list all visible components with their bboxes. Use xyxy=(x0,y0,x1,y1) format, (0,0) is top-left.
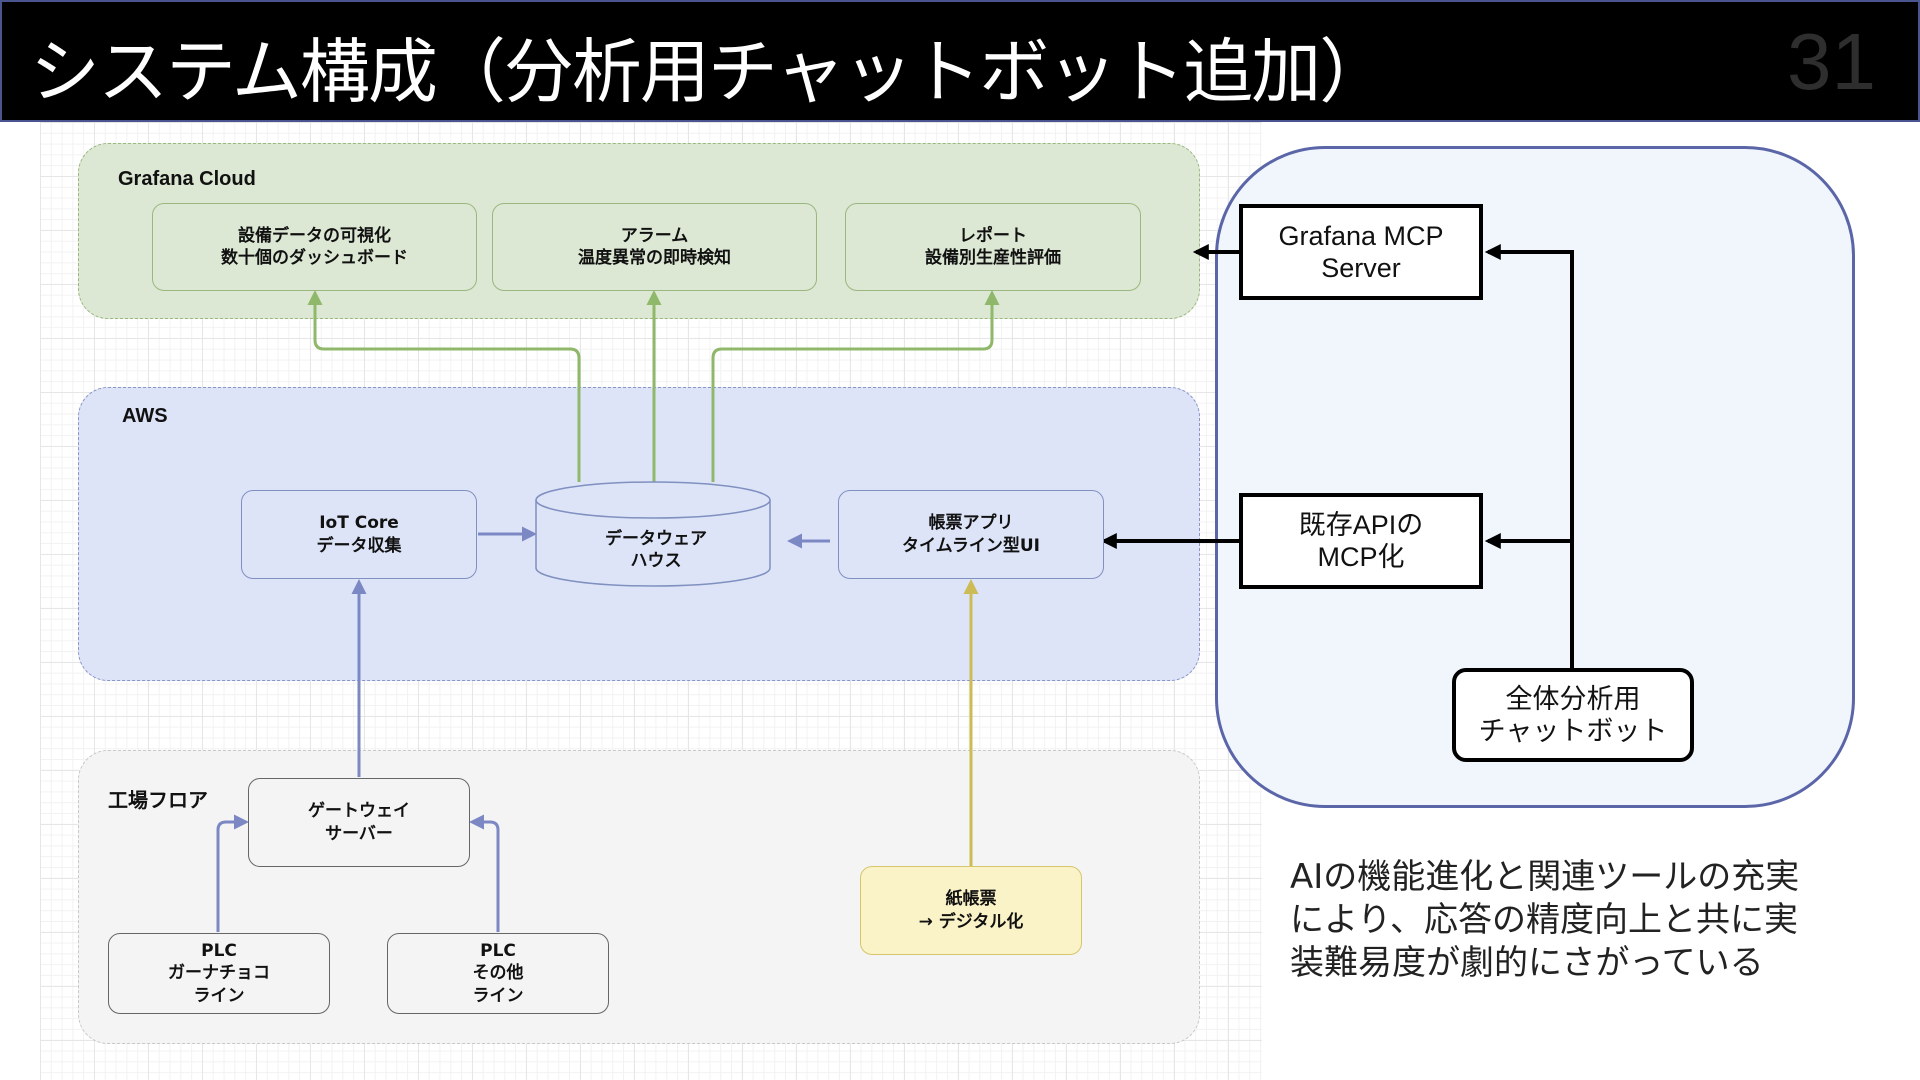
group-label-factory: 工場フロア xyxy=(108,790,208,812)
title-bar: システム構成（分析用チャットボット追加） 31 xyxy=(0,0,1920,122)
node-iot-core: IoT Core データ収集 xyxy=(241,490,477,579)
edge-chatbot-trunk xyxy=(1484,244,1574,668)
node-gateway-server: ゲートウェイ サーバー xyxy=(248,778,470,867)
edge-plc1-gateway xyxy=(216,814,249,932)
node-dashboard: 設備データの可視化 数十個のダッシュボード xyxy=(152,203,477,291)
node-plc-ganache: PLC ガーナチョコ ライン xyxy=(108,933,330,1014)
edge-warehouse-dashboard xyxy=(307,290,581,482)
node-form-app: 帳票アプリ タイムライン型UI xyxy=(838,490,1104,579)
group-label-aws: AWS xyxy=(122,405,168,427)
node-report: レポート 設備別生産性評価 xyxy=(845,203,1141,291)
node-paper-forms: 紙帳票 → デジタル化 xyxy=(860,866,1082,955)
edge-warehouse-report xyxy=(711,290,1000,482)
edge-plc2-gateway xyxy=(469,814,500,932)
page-number: 31 xyxy=(1787,17,1876,106)
node-grafana-mcp-server: Grafana MCP Server xyxy=(1239,204,1483,300)
group-label-grafana: Grafana Cloud xyxy=(118,168,256,190)
summary-note: AIの機能進化と関連ツールの充実により、応答の精度向上と共に実装難易度が劇的にさ… xyxy=(1290,857,1800,984)
node-plc-other: PLC その他 ライン xyxy=(387,933,609,1014)
node-api-mcp: 既存APIの MCP化 xyxy=(1239,493,1483,589)
warehouse-cylinder xyxy=(535,481,771,587)
node-alarm: アラーム 温度異常の即時検知 xyxy=(492,203,817,291)
node-data-warehouse: データウェア ハウス xyxy=(605,529,707,572)
slide-title: システム構成（分析用チャットボット追加） xyxy=(30,31,1389,113)
node-analysis-chatbot: 全体分析用 チャットボット xyxy=(1452,668,1694,762)
